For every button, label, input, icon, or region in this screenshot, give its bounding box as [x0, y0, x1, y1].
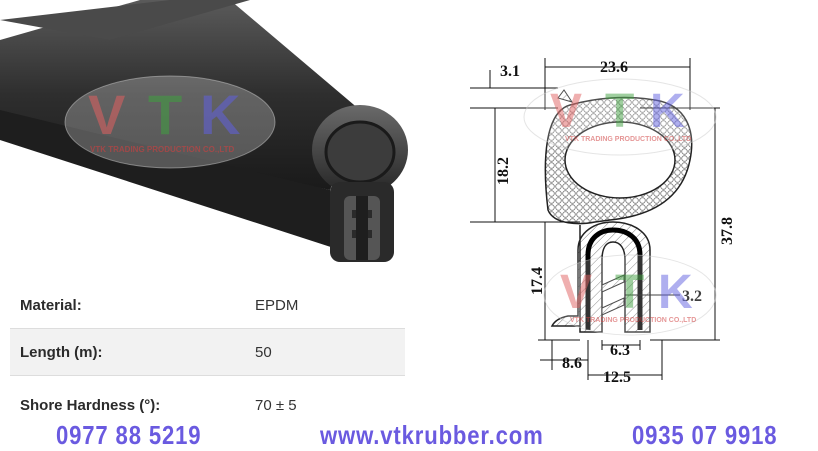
spec-label: Shore Hardness (°): — [10, 375, 245, 416]
spec-value: EPDM — [255, 296, 299, 314]
spec-row-hardness: Shore Hardness (°): 70 ± 5 — [10, 375, 405, 416]
dim-slot-width: 6.3 — [610, 342, 630, 359]
dim-bulb-height: 18.2 — [495, 157, 512, 185]
dim-lip-offset: 8.6 — [562, 355, 582, 372]
product-photo — [0, 0, 410, 290]
spec-label: Length (m): — [10, 328, 245, 376]
dim-clip-wall: 3.2 — [682, 288, 702, 305]
spec-value: 70 ± 5 — [245, 375, 405, 416]
spec-row-material: Material: EPDM — [10, 282, 405, 329]
phone-left[interactable]: 0977 88 5219 — [56, 420, 202, 450]
spec-table: Material: EPDM Length (m): 50 Shore Hard… — [10, 282, 405, 416]
spec-label: Material: — [20, 296, 82, 314]
cross-section-drawing: 3.1 23.6 18.2 37.8 17.4 3.2 8.6 6.3 12.5 — [450, 50, 818, 395]
dim-top-lip: 3.1 — [500, 63, 520, 80]
phone-right[interactable]: 0935 07 9918 — [632, 420, 778, 450]
dim-total-height: 37.8 — [719, 217, 736, 245]
spec-value: 50 — [245, 328, 405, 376]
website-link[interactable]: www.vtkrubber.com — [320, 420, 544, 450]
dim-clip-height: 17.4 — [529, 267, 546, 295]
spec-row-length: Length (m): 50 — [10, 328, 405, 376]
contact-footer: 0977 88 5219 www.vtkrubber.com 0935 07 9… — [0, 418, 818, 450]
dim-clip-width: 12.5 — [603, 369, 631, 386]
dim-total-width: 23.6 — [600, 59, 628, 76]
